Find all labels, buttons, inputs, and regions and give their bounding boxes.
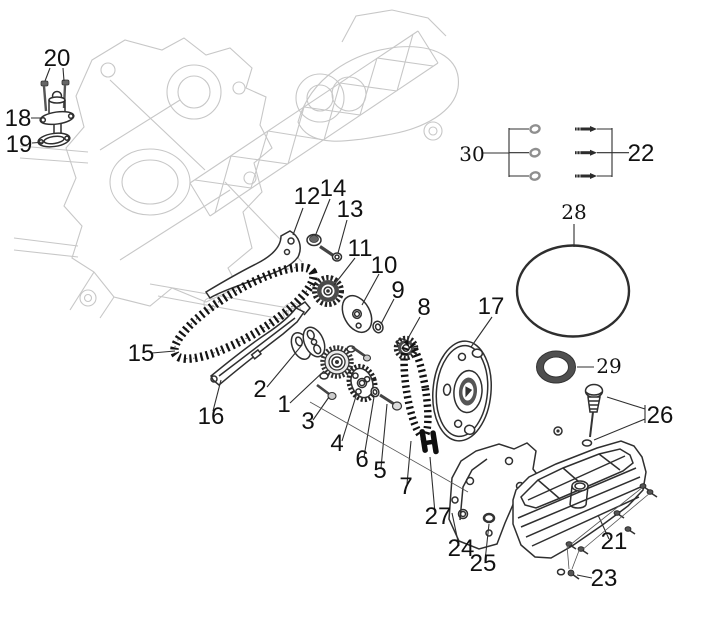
callout-20: 20 xyxy=(44,45,71,72)
part-22-bolts xyxy=(575,126,597,179)
callout-15: 15 xyxy=(128,340,155,367)
part-23-bolts xyxy=(556,483,658,580)
callout-23: 23 xyxy=(591,565,618,592)
leader-lines xyxy=(31,67,651,579)
callout-21: 21 xyxy=(601,528,628,555)
callout-29: 29 xyxy=(596,354,621,378)
callout-5: 5 xyxy=(373,457,386,484)
callout-18: 18 xyxy=(5,105,32,132)
callout-7: 7 xyxy=(399,473,412,500)
callout-6: 6 xyxy=(355,446,368,473)
part-26-dipstick xyxy=(581,383,604,447)
callout-labels: 20 18 19 15 16 12 14 13 11 10 9 8 2 1 3 … xyxy=(5,45,674,592)
callout-11: 11 xyxy=(348,235,373,262)
part-27-chain-tensioner xyxy=(419,429,439,455)
part-14-pivot-bolt xyxy=(306,233,322,247)
part-25-oring xyxy=(482,512,496,524)
callout-4: 4 xyxy=(330,430,343,457)
part-11-sprocket xyxy=(312,275,344,307)
callout-28: 28 xyxy=(561,200,586,224)
part-13-bolt xyxy=(319,245,343,262)
part-6-washer xyxy=(370,386,380,398)
part-16-chain-guide xyxy=(210,301,311,386)
part-12-tensioner-blade xyxy=(204,230,301,300)
part-1-oil-pump xyxy=(319,345,356,380)
callout-3: 3 xyxy=(301,408,314,435)
part-20-bolts xyxy=(40,79,70,112)
callout-30: 30 xyxy=(459,142,484,166)
callout-17: 17 xyxy=(478,293,505,320)
callout-2: 2 xyxy=(253,376,266,403)
callout-27: 27 xyxy=(425,503,452,530)
part-2-pump-plates xyxy=(290,326,326,360)
callout-16: 16 xyxy=(198,403,225,430)
part-4-pump-sprocket xyxy=(346,363,378,403)
part-9-washer xyxy=(372,320,384,334)
part-30-washers xyxy=(529,124,541,181)
assembly-axis-line xyxy=(309,401,469,493)
callout-9: 9 xyxy=(391,277,404,304)
callout-1: 1 xyxy=(277,391,290,418)
part-15-cam-chain xyxy=(170,263,318,363)
part-17-pulley xyxy=(432,340,492,442)
callout-14: 14 xyxy=(320,175,347,202)
callout-13: 13 xyxy=(337,196,364,223)
callout-8: 8 xyxy=(417,294,430,321)
part-29-seal-ring xyxy=(536,350,576,384)
part-19-gasket xyxy=(37,132,71,148)
part-21-oil-pan xyxy=(512,440,647,559)
callout-25: 25 xyxy=(470,550,497,577)
callout-24: 24 xyxy=(448,535,475,562)
callout-26: 26 xyxy=(647,402,674,429)
crankcase-sketch xyxy=(13,9,459,323)
part-24-bracket xyxy=(448,426,563,550)
part-10-plate xyxy=(341,294,373,334)
callout-19: 19 xyxy=(6,131,33,158)
part-28-oring xyxy=(515,244,631,338)
part-5-bolt xyxy=(379,393,403,411)
callout-12: 12 xyxy=(294,183,321,210)
part-3-screws xyxy=(316,345,372,401)
callout-10: 10 xyxy=(371,252,398,279)
callout-22: 22 xyxy=(628,140,655,167)
